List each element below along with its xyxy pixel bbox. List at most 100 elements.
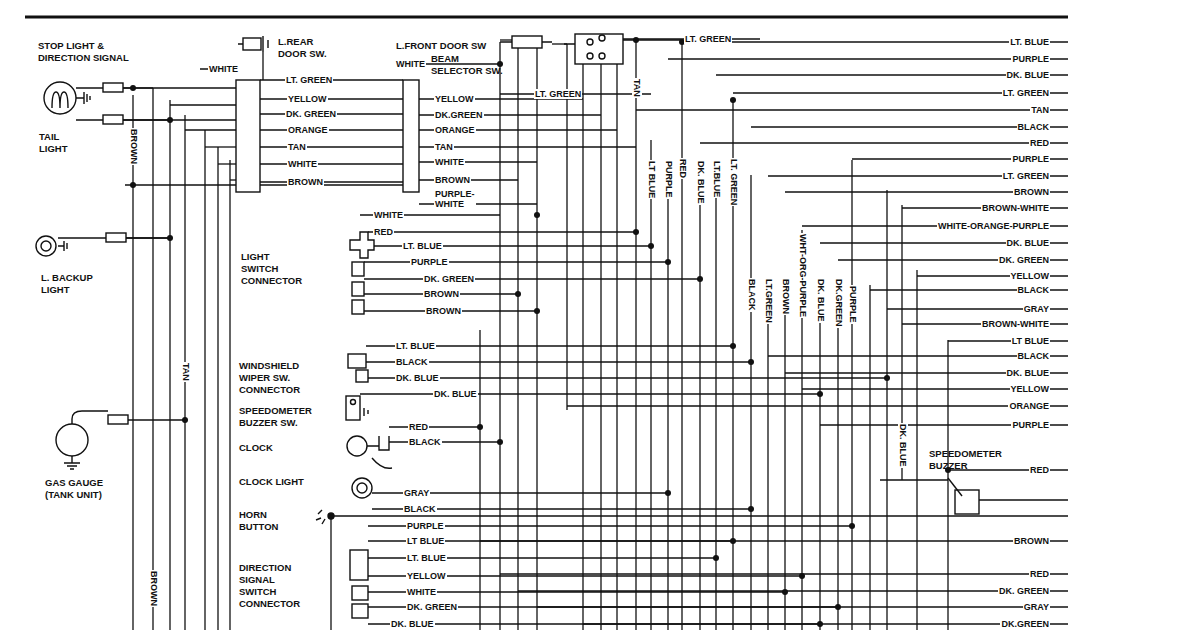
wire xyxy=(389,441,500,442)
wire xyxy=(583,623,1068,624)
wire-color-label: PURPLE- WHITE xyxy=(434,189,476,209)
splice-dot xyxy=(130,85,136,91)
wire-color-label: BLACK xyxy=(1017,285,1051,295)
splice-dot xyxy=(817,621,823,627)
wire xyxy=(334,515,1068,516)
component-label: DIRECTION SIGNAL SWITCH CONNECTOR xyxy=(238,562,302,610)
wire-color-label: DK. BLUE xyxy=(1006,70,1051,80)
wire xyxy=(262,52,263,80)
wire xyxy=(650,140,651,630)
symbol-shape xyxy=(106,233,126,242)
wire-color-label: PURPLE xyxy=(406,521,445,531)
component-label: BEAM SELECTOR SW. xyxy=(430,53,512,77)
wire-color-label: DK. BLUE xyxy=(390,619,435,629)
wire xyxy=(536,48,537,630)
component-label: STOP LIGHT & DIRECTION SIGNAL xyxy=(37,40,149,64)
wire-color-label: TAN xyxy=(434,142,454,152)
splice-dot xyxy=(182,417,188,423)
wire-color-label: YELLOW xyxy=(406,571,447,581)
symbol-shape xyxy=(352,262,364,276)
wire-color-label: BROWN xyxy=(1013,536,1050,546)
wire-color-label: TAN xyxy=(1030,105,1050,115)
symbol-shape xyxy=(56,424,88,456)
symbol-shape xyxy=(350,232,374,258)
symbol-shape xyxy=(243,38,261,50)
wire xyxy=(126,237,170,238)
wire-color-label: WHITE xyxy=(373,210,404,220)
symbol-shape xyxy=(564,40,683,44)
wire-color-label: RED xyxy=(1029,569,1050,579)
wire-color-label: PURPLE xyxy=(410,257,449,267)
splice-dot xyxy=(477,424,483,430)
wire xyxy=(480,540,1068,541)
symbol-shape xyxy=(238,36,268,52)
wire-color-label: GRAY xyxy=(403,488,430,498)
wire xyxy=(260,129,403,130)
symbol-shape xyxy=(348,354,366,368)
wire xyxy=(500,39,512,40)
component-label: CLOCK xyxy=(238,442,274,454)
wire xyxy=(205,146,236,147)
component-label: SPEEDOMETER BUZZER SW. xyxy=(238,405,312,429)
wire xyxy=(132,95,133,630)
symbol-shape xyxy=(347,436,367,456)
symbol-shape xyxy=(352,300,364,314)
symbol-shape xyxy=(599,35,605,41)
wire-color-label: WHITE xyxy=(406,587,437,597)
wire xyxy=(636,109,1068,110)
wire-color-label: BROWN-WHITE xyxy=(981,203,1050,213)
wire-color-label: DK. GREEN xyxy=(423,274,475,284)
wire-color-label: YELLOW xyxy=(287,94,328,104)
wire xyxy=(260,98,403,99)
wire xyxy=(886,190,887,630)
wire-color-label: TAN xyxy=(287,142,307,152)
wire-color-label: PURPLE xyxy=(1011,420,1050,430)
wire xyxy=(537,606,1068,607)
symbol-shape xyxy=(575,34,623,64)
wire xyxy=(123,119,170,120)
wire xyxy=(217,147,218,630)
wire-color-label: LT BLUE xyxy=(1011,336,1050,346)
wire xyxy=(128,419,185,420)
wire xyxy=(360,393,820,394)
symbol-shape xyxy=(512,36,542,48)
symbol-shape xyxy=(599,53,605,59)
wire xyxy=(750,175,751,630)
wire-color-label: PURPLE xyxy=(1011,154,1050,164)
component-label: SPEEDOMETER BUZZER xyxy=(928,448,1010,472)
wire xyxy=(567,405,1068,406)
wire-color-label: DK. BLUE xyxy=(433,389,478,399)
wire-color-label: LT.BLUE xyxy=(712,160,722,198)
symbol-shape xyxy=(352,478,372,498)
symbol-shape xyxy=(76,92,90,104)
wire xyxy=(204,130,205,630)
wire-color-label: LT. BLUE xyxy=(406,553,447,563)
splice-dot xyxy=(515,291,521,297)
wire-color-label: LT.GREEN xyxy=(764,278,774,324)
wire xyxy=(260,163,403,164)
wire xyxy=(667,175,668,630)
wire-color-label: LT. BLUE xyxy=(1009,37,1050,47)
wire xyxy=(767,305,768,630)
wire xyxy=(699,175,700,630)
wire xyxy=(170,104,236,105)
wire xyxy=(880,479,948,480)
wire xyxy=(851,160,852,630)
wire-color-label: DK. BLUE xyxy=(395,373,440,383)
wire-color-label: YELLOW xyxy=(1010,271,1051,281)
symbol-shape xyxy=(587,53,593,59)
component-label: CLOCK LIGHT xyxy=(238,476,305,488)
splice-dot xyxy=(817,391,823,397)
wire-color-label: TAN xyxy=(632,78,642,98)
splice-dot xyxy=(713,555,719,561)
splice-dot xyxy=(730,97,736,103)
wire-color-label: LT. BLUE xyxy=(402,241,443,251)
splice-dot xyxy=(697,276,703,282)
splice-dot xyxy=(167,117,173,123)
wire xyxy=(230,179,236,180)
wire xyxy=(25,16,1068,19)
wire xyxy=(784,290,785,630)
symbol-shape xyxy=(403,80,419,192)
splice-dot xyxy=(633,229,639,235)
